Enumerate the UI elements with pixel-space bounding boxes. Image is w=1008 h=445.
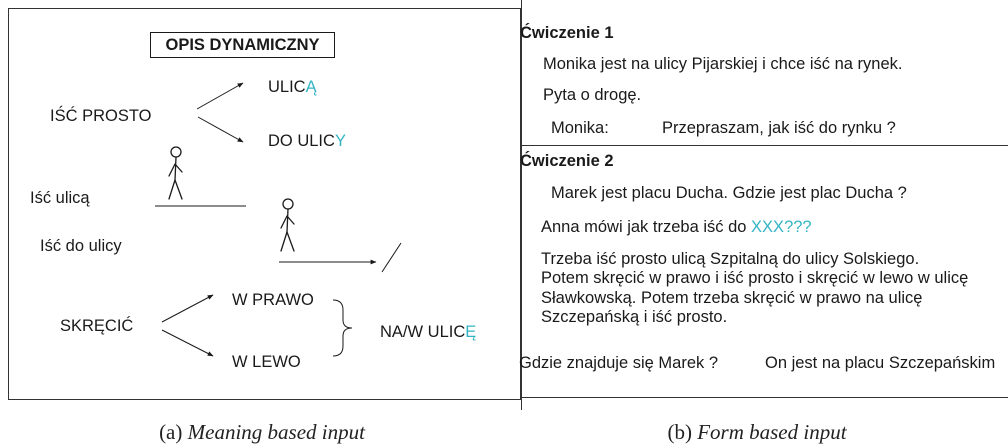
dialogue-utterance: Przepraszam, jak iść do rynku ?	[662, 119, 896, 137]
arrow-to-w-lewo	[161, 329, 214, 357]
exercise-2-task-text: Anna mówi jak trzeba iść do	[541, 218, 747, 236]
directions-line: Trzeba iść prosto ulicą Szpitalną do uli…	[541, 250, 920, 268]
label-na-w-ulice: NA/W ULICĘ	[380, 322, 476, 342]
caption-b-text: Form based input	[697, 420, 847, 444]
exercise-2-answer: On jest na placu Szczepańskim	[765, 354, 996, 372]
label-skrecic: SKRĘCIĆ	[60, 317, 134, 335]
curly-brace	[332, 299, 353, 357]
caption-a: (a) Meaning based input	[102, 420, 422, 444]
label-ulica-ending: Ą	[305, 78, 317, 96]
caption-b-label: (b)	[667, 420, 692, 444]
arrow-to-do-ulicy	[197, 116, 244, 143]
label-isc-ulica: Iść ulicą	[30, 189, 90, 207]
directions-line: Szczepańską i iść prosto.	[541, 308, 728, 327]
walking-person-icon	[168, 146, 183, 200]
exercise-2-title: Ćwiczenie 2	[520, 152, 614, 170]
exercise-1-line: Pyta o drogę.	[543, 86, 642, 104]
exercise-2-question: Gdzie znajduje się Marek ?	[519, 354, 719, 372]
label-ulica: ULICĄ	[268, 77, 317, 97]
label-do-ulicy: DO ULICY	[268, 131, 346, 151]
exercise-1-line: Monika jest na ulicy Pijarskiej i chce i…	[543, 55, 903, 73]
label-w-lewo: W LEWO	[232, 353, 301, 371]
caption-a-text: Meaning based input	[187, 420, 365, 444]
label-na-w-ulice-base: NA/W ULIC	[380, 323, 466, 341]
caption-a-label: (a)	[159, 420, 183, 444]
cross-street-line	[381, 242, 402, 273]
label-isc-do-ulicy: Iść do ulicy	[40, 237, 122, 255]
exercise-2-task-placeholder: XXX???	[751, 218, 812, 236]
label-w-prawo: W PRAWO	[232, 291, 314, 309]
arrow-to-ulica	[196, 82, 244, 110]
exercise-1-title: Ćwiczenie 1	[520, 24, 614, 42]
dialogue-speaker: Monika:	[551, 119, 609, 137]
opis-dynamiczny-title: OPIS DYNAMICZNY	[150, 32, 335, 58]
arrow-to-w-prawo	[161, 294, 214, 323]
label-do-ulicy-base: DO ULIC	[268, 132, 335, 150]
label-na-w-ulice-ending: Ę	[465, 323, 477, 341]
label-isc-prosto: IŚĆ PROSTO	[50, 107, 152, 125]
directions-line: Potem skręcić w prawo i iść prosto i skr…	[541, 269, 969, 288]
walking-person-icon	[280, 198, 295, 252]
label-do-ulicy-ending: Y	[334, 132, 346, 150]
exercise-2-intro: Marek jest placu Ducha. Gdzie jest plac …	[551, 184, 907, 202]
label-ulica-base: ULIC	[268, 78, 306, 96]
exercise-2-directions: Trzeba iść prosto ulicą Szpitalną do uli…	[541, 250, 968, 328]
directions-line: Sławkowską. Potem trzeba skręcić w prawo…	[541, 288, 923, 307]
caption-b: (b) Form based input	[597, 420, 917, 444]
panel-a-frame	[8, 8, 521, 400]
